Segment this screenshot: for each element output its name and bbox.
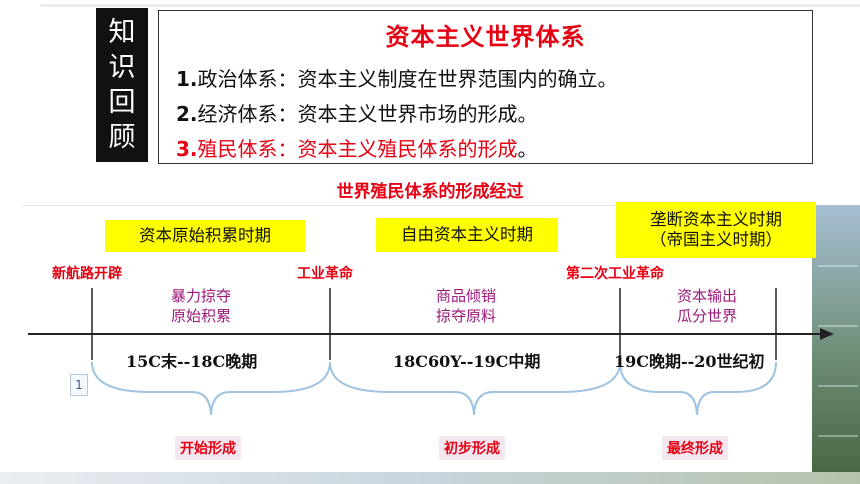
brace-late <box>619 361 777 416</box>
side-char: 知 <box>108 17 136 48</box>
desc-early: 暴力掠夺 原始积累 <box>146 286 256 326</box>
line-text: 殖民体系：资本主义殖民体系的形成 <box>197 137 518 161</box>
knowledge-line-colonial: 3.殖民体系：资本主义殖民体系的形成。 <box>176 133 538 162</box>
line-period: 。 <box>517 137 538 161</box>
knowledge-line-political: 1.政治体系：资本主义制度在世界范围内的确立。 <box>176 63 618 92</box>
period-label: 自由资本主义时期 <box>401 225 533 244</box>
desc-line: 瓜分世界 <box>676 307 737 325</box>
period-label: 垄断资本主义时期 <box>650 210 782 229</box>
landscape-decoration <box>812 205 860 484</box>
bottom-decoration-strip <box>0 472 860 484</box>
brace-middle <box>329 361 621 416</box>
period-label: 资本原始积累时期 <box>139 226 271 245</box>
desc-line: 掠夺原料 <box>435 307 496 325</box>
page-badge: 1 <box>70 374 88 396</box>
knowledge-review-label: 知 识 回 顾 <box>96 8 148 162</box>
desc-line: 暴力掠夺 <box>170 287 231 305</box>
period-sublabel: （帝国主义时期） <box>650 230 782 249</box>
side-char: 回 <box>108 87 136 118</box>
timeline-arrowhead <box>820 328 834 340</box>
desc-line: 原始积累 <box>170 307 231 325</box>
line-text: 政治体系：资本主义制度在世界范围内的确立。 <box>197 67 618 91</box>
range-early: 15C末--18C晚期 <box>126 352 258 371</box>
period-monopoly-capitalism: 垄断资本主义时期 （帝国主义时期） <box>616 202 816 258</box>
desc-middle: 商品倾销 掠夺原料 <box>411 286 521 326</box>
period-primitive-accumulation: 资本原始积累时期 <box>105 220 305 252</box>
range-late: 19C晚期--20世纪初 <box>614 352 765 371</box>
top-rule <box>40 4 860 7</box>
side-char: 顾 <box>108 122 136 153</box>
brace-early <box>91 361 331 416</box>
desc-late: 资本输出 瓜分世界 <box>652 286 762 326</box>
event-second-industrial-revolution: 第二次工业革命 <box>566 266 664 282</box>
event-new-sea-routes: 新航路开辟 <box>52 266 122 282</box>
period-free-capitalism: 自由资本主义时期 <box>376 218 558 252</box>
line-number: 2. <box>176 102 198 126</box>
line-number: 1. <box>176 67 198 91</box>
line-text: 经济体系：资本主义世界市场的形成。 <box>197 102 538 126</box>
range-middle: 18C60Y--19C中期 <box>393 352 541 371</box>
section-title: 世界殖民体系的形成经过 <box>336 182 524 202</box>
knowledge-box-title: 资本主义世界体系 <box>385 23 586 51</box>
side-char: 识 <box>108 52 136 83</box>
stage-final: 最终形成 <box>662 436 728 460</box>
desc-line: 商品倾销 <box>435 287 496 305</box>
line-number: 3. <box>176 137 198 161</box>
desc-line: 资本输出 <box>676 287 737 305</box>
stage-beginning: 开始形成 <box>175 436 241 460</box>
knowledge-line-economic: 2.经济体系：资本主义世界市场的形成。 <box>176 98 538 127</box>
stage-preliminary: 初步形成 <box>439 436 505 460</box>
event-industrial-revolution: 工业革命 <box>297 266 353 282</box>
knowledge-box: 资本主义世界体系 1.政治体系：资本主义制度在世界范围内的确立。 2.经济体系：… <box>158 10 813 164</box>
